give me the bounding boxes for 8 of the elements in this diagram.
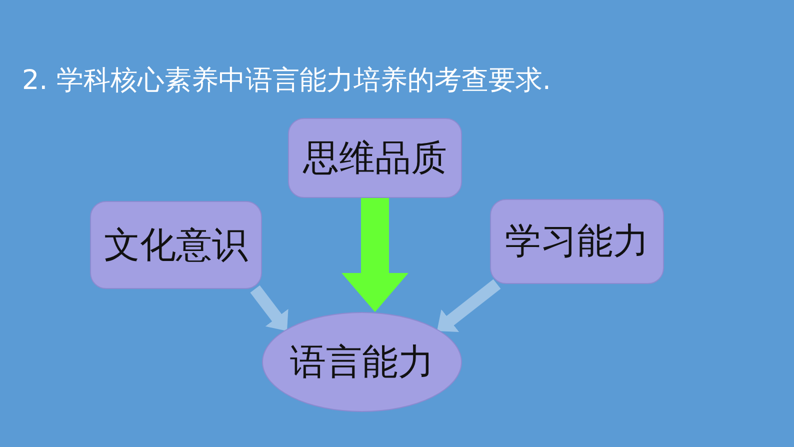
arrow: [341, 198, 409, 312]
arrow: [250, 285, 288, 331]
title: 2. 学科核心素养中语言能力培养的考查要求.: [22, 64, 551, 98]
rounded-box: 学习能力: [490, 199, 664, 284]
rounded-box: 文化意识: [90, 201, 262, 289]
ellipse-node: 语言能力: [262, 312, 462, 412]
arrow: [437, 279, 501, 332]
rounded-box: 思维品质: [288, 118, 462, 198]
